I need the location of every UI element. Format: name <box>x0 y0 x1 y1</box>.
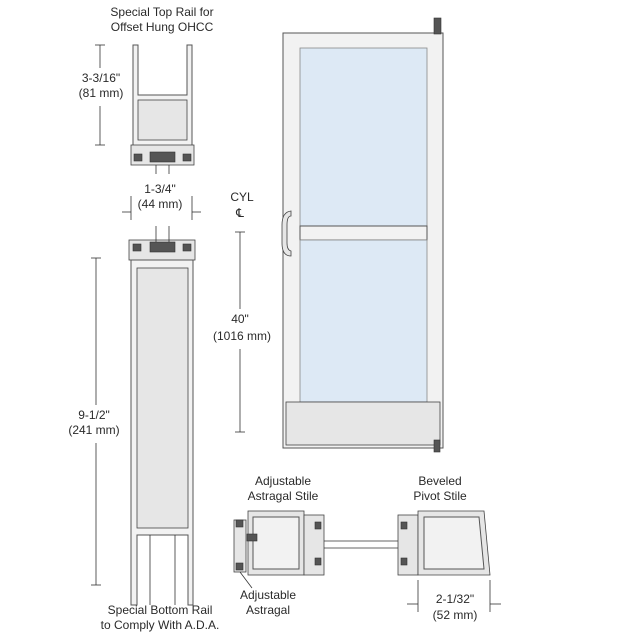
top-dim-imperial: 3-3/16" <box>82 71 120 85</box>
top-rail-section: Special Top Rail for Offset Hung OHCC 3-… <box>76 5 214 174</box>
top-rail-title-line1: Special Top Rail for <box>110 5 213 19</box>
cyl-centerline-symbol: ℄ <box>235 206 244 220</box>
door-glass-upper <box>299 47 428 227</box>
bottom-rail-title-line2: to Comply With A.D.A. <box>101 618 220 632</box>
height-dim-imperial: 40" <box>231 312 249 326</box>
top-dim-metric: (81 mm) <box>79 86 124 100</box>
door-top-pivot <box>433 17 442 35</box>
astragal-stile-clip-bottom <box>314 557 322 566</box>
bottom-rail-title-line1: Special Bottom Rail <box>108 603 213 617</box>
stile-dim-metric: (52 mm) <box>433 608 478 622</box>
width-dimension: 1-3/4" (44 mm) <box>122 182 201 220</box>
bottom-rail-clip-right <box>182 243 192 252</box>
astragal-stile-title-line1: Adjustable <box>255 474 311 488</box>
door-glass-lower <box>299 239 428 403</box>
stile-sections: Adjustable Astragal Stile Beveled Pivot … <box>233 474 501 622</box>
pivot-stile-title-line2: Pivot Stile <box>413 489 467 503</box>
astragal-label-line2: Astragal <box>246 603 290 617</box>
bottom-rail-inner-box <box>136 267 189 529</box>
astragal-screw <box>246 533 258 542</box>
bottom-rail-section: 9-1/2" (241 mm) Special Bottom Rail to C… <box>62 226 219 632</box>
top-rail-track-clip-left <box>133 153 143 162</box>
bottom-dim-metric: (241 mm) <box>68 423 119 437</box>
pivot-stile-inner <box>423 516 485 570</box>
top-rail-track-clip-right <box>182 153 192 162</box>
astragal-pointer-line <box>239 571 253 589</box>
width-dim-imperial: 1-3/4" <box>144 182 176 196</box>
pivot-stile-title-line1: Beveled <box>418 474 461 488</box>
top-rail-inner-box <box>137 99 188 141</box>
bottom-rail-clip-left <box>132 243 142 252</box>
astragal-stile-clip-top <box>314 521 322 530</box>
door-elevation: CYL ℄ 40" (1016 mm) <box>206 17 444 453</box>
door-pull-handle <box>281 210 292 257</box>
door-bottom-rail <box>285 401 441 446</box>
top-rail-track-center <box>149 151 176 163</box>
stile-dim-imperial: 2-1/32" <box>436 592 474 606</box>
pivot-stile-clip-bottom <box>400 557 408 566</box>
height-dim-metric: (1016 mm) <box>213 329 271 343</box>
bottom-dim-imperial: 9-1/2" <box>78 408 110 422</box>
astragal-clip-bottom <box>235 562 244 571</box>
bottom-dim-label-bg <box>62 405 130 443</box>
astragal-stile-inner <box>252 516 300 570</box>
pivot-stile-clip-top <box>400 521 408 530</box>
top-rail-title-line2: Offset Hung OHCC <box>111 20 214 34</box>
door-mid-rail <box>299 225 428 241</box>
door-bottom-pivot <box>433 439 441 453</box>
cyl-label: CYL <box>230 190 254 204</box>
astragal-stile-title-line2: Astragal Stile <box>248 489 319 503</box>
astragal-clip-top <box>235 519 244 528</box>
width-dim-metric: (44 mm) <box>138 197 183 211</box>
top-dim-label-bg <box>76 68 126 106</box>
bottom-rail-track-center <box>149 241 176 253</box>
astragal-label-line1: Adjustable <box>240 588 296 602</box>
height-dim-label-bg <box>206 309 276 349</box>
